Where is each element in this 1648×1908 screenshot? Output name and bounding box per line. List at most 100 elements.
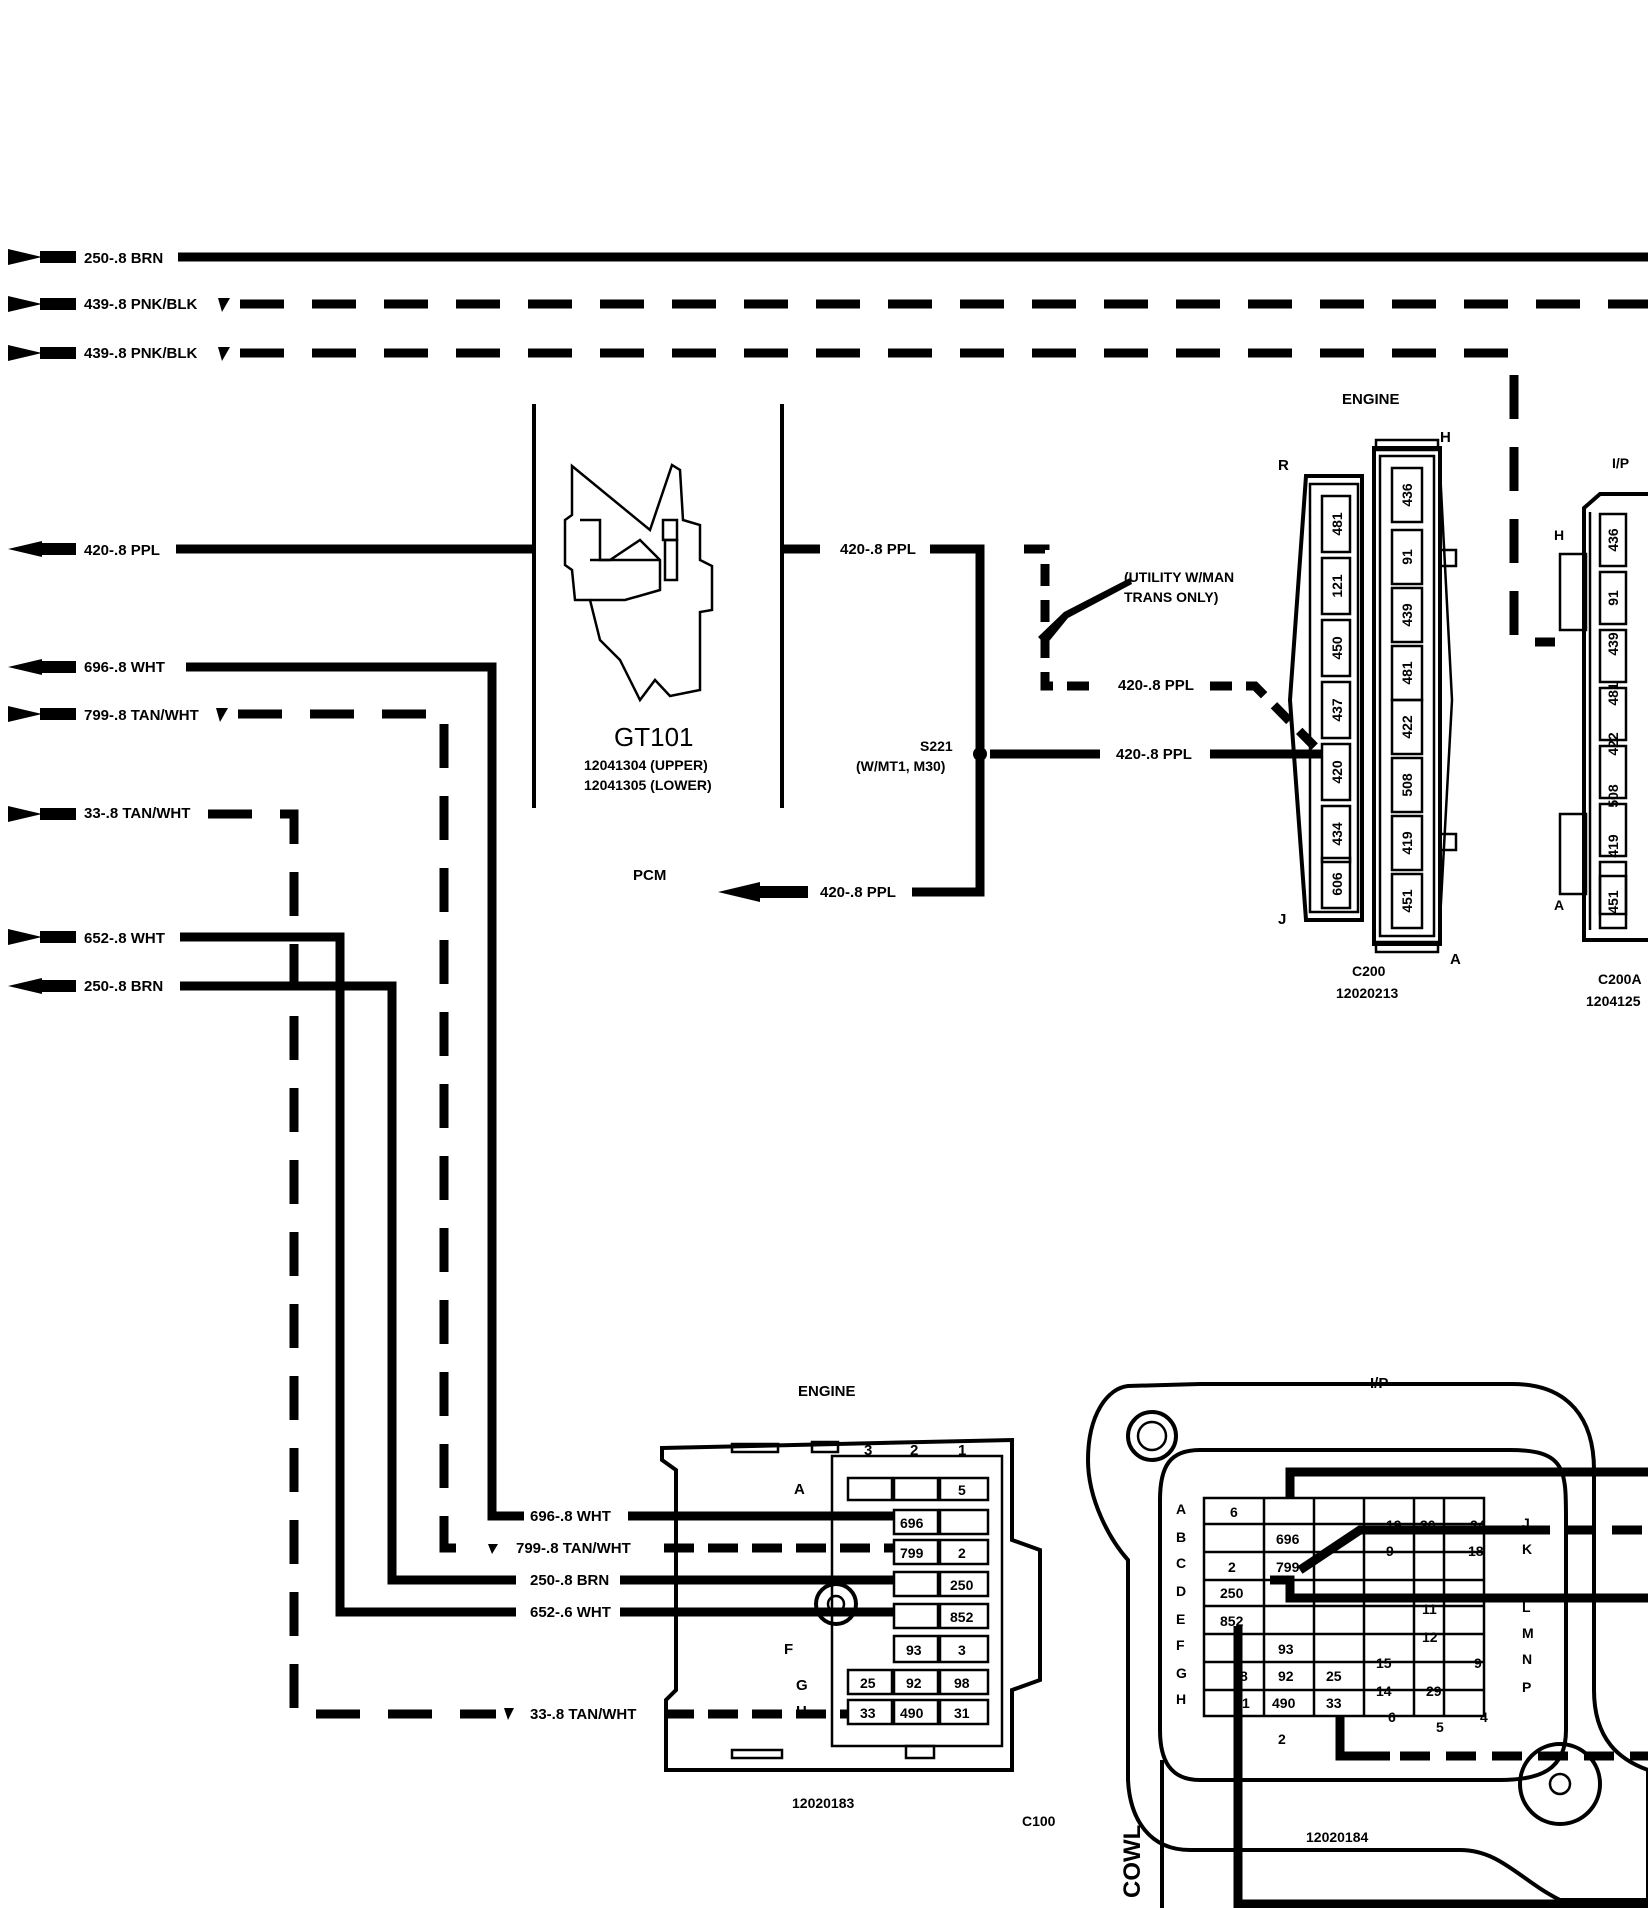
wire-250-brn-lower: 250-.8 BRN [8,978,516,1585]
c100ip-part: 12020184 [1306,1829,1369,1845]
c100e-pin: 696 [900,1515,924,1531]
c100ip-pin: 6 [1230,1504,1238,1520]
c100ip-row: M [1522,1625,1534,1641]
c200a-part: 1204125 [1586,993,1641,1009]
c100ip-pin: 2 [1228,1559,1236,1575]
gt101-name: GT101 [614,722,694,752]
c100e-pin: 98 [954,1675,970,1691]
c100ip-pin: 14 [1376,1683,1392,1699]
c100e-col: 2 [910,1442,918,1459]
wire-label: 33-.8 TAN/WHT [84,805,190,822]
c200-pin: 439 [1399,603,1415,627]
c100ip-pin: 29 [1426,1683,1442,1699]
c100ip-pin: 12 [1422,1629,1438,1645]
c200-pin: 437 [1329,698,1345,722]
c200a-ip-label: I/P [1612,455,1629,471]
c100-engine-connector: ENGINE 3 2 1 A F G H 5 696 799 2 250 [488,1383,1056,1829]
c100e-wire-label: 250-.8 BRN [530,1572,609,1589]
c200a-corner-h: H [1554,527,1564,543]
wire-label: 439-.8 PNK/BLK [84,296,198,313]
c100ip-pin: 250 [1220,1585,1244,1601]
c200-corner-r: R [1278,457,1289,474]
c200-pin: 434 [1329,822,1345,846]
c200a-pins: 436 91 439 481 422 508 419 451 [1598,512,1628,930]
gt101-switch: GT101 12041304 (UPPER) 12041305 (LOWER) [532,404,820,808]
c100ip-bottom: 4 [1480,1709,1488,1725]
c100e-row: G [796,1677,808,1694]
c200a-connector: I/P H A 436 91 439 481 422 508 419 451 C… [1554,455,1648,1009]
c100ip-row: E [1176,1611,1185,1627]
c100ip-pin: 9 [1386,1543,1394,1559]
c200a-pin: 422 [1605,732,1621,756]
c200-pin: 481 [1329,512,1345,536]
c200a-pin: 419 [1605,834,1621,858]
c100ip-pin: 490 [1272,1695,1296,1711]
wire-label: 652-.8 WHT [84,930,165,947]
c100e-col: 3 [864,1442,872,1459]
c100ip-pin: 93 [1278,1641,1294,1657]
splice-label: S221 [920,738,953,754]
ppl-pcm-label: 420-.8 PPL [820,884,896,901]
ppl-dashed-label: 420-.8 PPL [1118,677,1194,694]
c200-pin: 91 [1399,549,1415,565]
c100e-col: 1 [958,1442,966,1459]
c200a-pin: 91 [1605,590,1621,606]
cowl-label: COWL [1119,1825,1146,1898]
wire-label: 799-.8 TAN/WHT [84,707,199,724]
c100e-pin: 250 [950,1577,974,1593]
c100e-pin: 93 [906,1642,922,1658]
c100ip-pin: 1 [1242,1695,1250,1711]
c100e-wire-label: 33-.8 TAN/WHT [530,1706,636,1723]
wire-label: 439-.8 PNK/BLK [84,345,198,362]
c200-pin: 606 [1329,872,1345,896]
c100ip-pin: 852 [1220,1613,1244,1629]
c100e-pin: 799 [900,1545,924,1561]
c100ip-pin: 799 [1276,1559,1300,1575]
c100ip-pin: 696 [1276,1531,1300,1547]
c200-corner-j: J [1278,911,1286,928]
wire-420-ppl-left: 420-.8 PPL [8,541,534,559]
c200-corner-h: H [1440,429,1451,446]
c200-pin: 420 [1329,760,1345,784]
utility-note-1: (UTILITY W/MAN [1124,569,1234,585]
c100ip-pin: 33 [1326,1695,1342,1711]
c100e-pin: 852 [950,1609,974,1625]
wire-33-tan-wht: 33-.8 TAN/WHT [8,805,496,1719]
c100ip-pin: 9 [1474,1655,1482,1671]
c100ip-row: F [1176,1637,1185,1653]
c100ip-row: A [1176,1501,1186,1517]
c100-name: C100 [1022,1813,1056,1829]
c200-pin: 419 [1399,831,1415,855]
wire-696-wht: 696-.8 WHT [8,659,524,1521]
c200-pin: 481 [1399,661,1415,685]
c100ip-pin: 92 [1278,1668,1294,1684]
c200-connector: ENGINE H R J A 481 121 450 437 420 434 6… [1278,391,1461,1001]
c100ip-row: D [1176,1583,1186,1599]
wire-250-brn-top: 250-.8 BRN [8,249,1648,267]
wire-label: 250-.8 BRN [84,250,163,267]
c200-pin: 508 [1399,773,1415,797]
c100e-part: 12020183 [792,1795,855,1811]
c100ip-row: B [1176,1529,1186,1545]
c200-pin: 450 [1329,636,1345,660]
utility-note-2: TRANS ONLY) [1124,589,1218,605]
c200-engine-label: ENGINE [1342,391,1400,408]
c100-engine-label: ENGINE [798,1383,856,1400]
c200a-pin: 508 [1605,784,1621,808]
c200-part: 12020213 [1336,985,1399,1001]
c100ip-pin: 8 [1240,1668,1248,1684]
c200-right-pins: 436 91 439 481 422 508 419 451 [1390,466,1424,930]
c200-name: C200 [1352,963,1386,979]
c100e-pin: 92 [906,1675,922,1691]
wire-799-tan-wht: 799-.8 TAN/WHT [8,706,470,1553]
c200-corner-a: A [1450,951,1461,968]
c100e-pin: 25 [860,1675,876,1691]
c100ip-pin: 15 [1376,1655,1392,1671]
c100ip-rows-left: A B C D E F G H [1176,1501,1187,1707]
c100e-pin: 33 [860,1705,876,1721]
c100ip-row: J [1522,1515,1530,1531]
gt101-upper: 12041304 (UPPER) [584,757,708,773]
c100e-row: A [794,1481,805,1498]
c200a-pin: 481 [1605,682,1621,706]
